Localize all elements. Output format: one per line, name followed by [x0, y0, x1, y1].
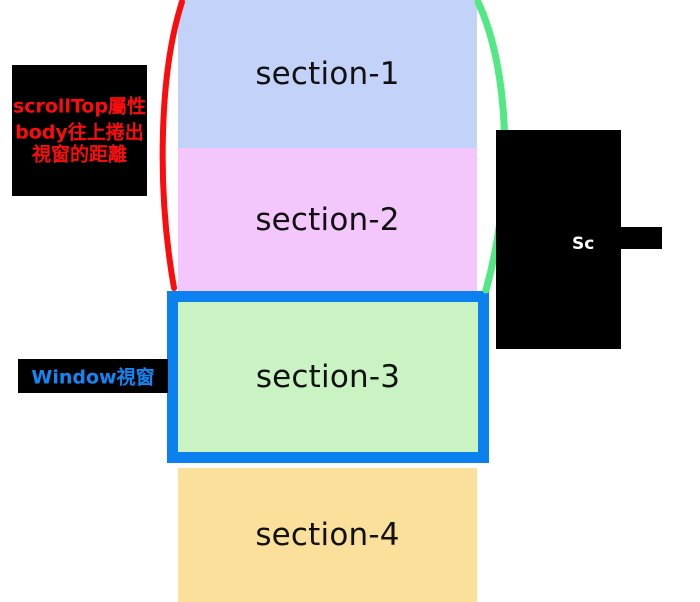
- section-3-label: section-3: [255, 359, 401, 395]
- section-4-block: section-4: [178, 468, 477, 602]
- window-viewport-frame: section-3: [167, 291, 489, 463]
- section-4-label: section-4: [255, 517, 400, 553]
- scrolltop-property-label: scrollTop屬性: [12, 94, 147, 117]
- section-2-label: section-2: [255, 201, 400, 238]
- window-viewport-label: Window視窗: [31, 366, 155, 389]
- scrolltop-desc-line-2: 視窗的距離: [31, 143, 127, 166]
- scrolltop-annotation-box: scrollTop屬性 body往上捲出 視窗的距離: [12, 65, 147, 196]
- section-3-block: section-3: [178, 302, 478, 452]
- window-viewport-annotation-box: Window視窗: [18, 359, 168, 393]
- scrolltop-annotation-text: scrollTop屬性 body往上捲出 視窗的距離: [0, 95, 167, 166]
- section-2-block: section-2: [178, 148, 477, 291]
- scrollheight-label: Sc: [572, 234, 595, 254]
- occluding-black-bar: [600, 227, 662, 249]
- section-1-block: section-1: [178, 0, 477, 148]
- scrolltop-desc-line-1: body往上捲出: [15, 121, 144, 144]
- section-1-label: section-1: [255, 56, 400, 92]
